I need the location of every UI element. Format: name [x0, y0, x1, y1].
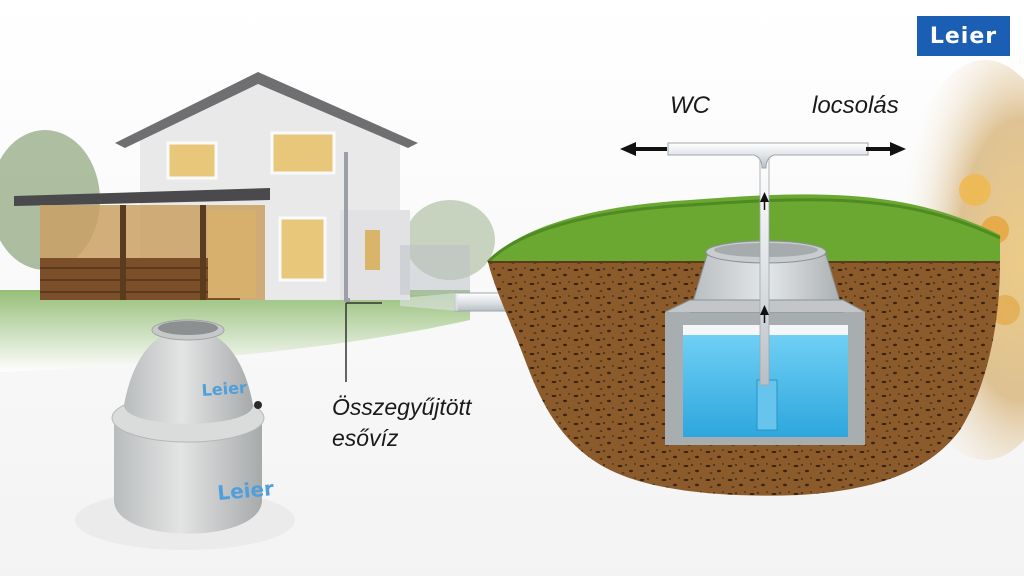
outlet-pipe [620, 142, 906, 169]
collected-rainwater-label: Összegyűjtött esővíz [332, 392, 471, 454]
up-arrow-icon [760, 192, 769, 202]
irrigation-label: locsolás [812, 92, 899, 119]
up-arrow-icon [760, 305, 769, 315]
collected-label-line2: esővíz [332, 425, 399, 451]
collected-label-line1: Összegyűjtött [332, 394, 472, 420]
company-logo: Leier [917, 16, 1010, 56]
tank-cross-section [664, 154, 866, 445]
wc-label: WC [670, 92, 710, 119]
house-illustration [0, 72, 495, 372]
arrow-left-icon [620, 142, 667, 156]
tank-brand-side: Leier [216, 476, 275, 505]
concrete-tank-product: Leier Leier [75, 319, 295, 550]
tank-brand-top: Leier [201, 378, 248, 400]
arrow-right-icon [866, 142, 906, 156]
